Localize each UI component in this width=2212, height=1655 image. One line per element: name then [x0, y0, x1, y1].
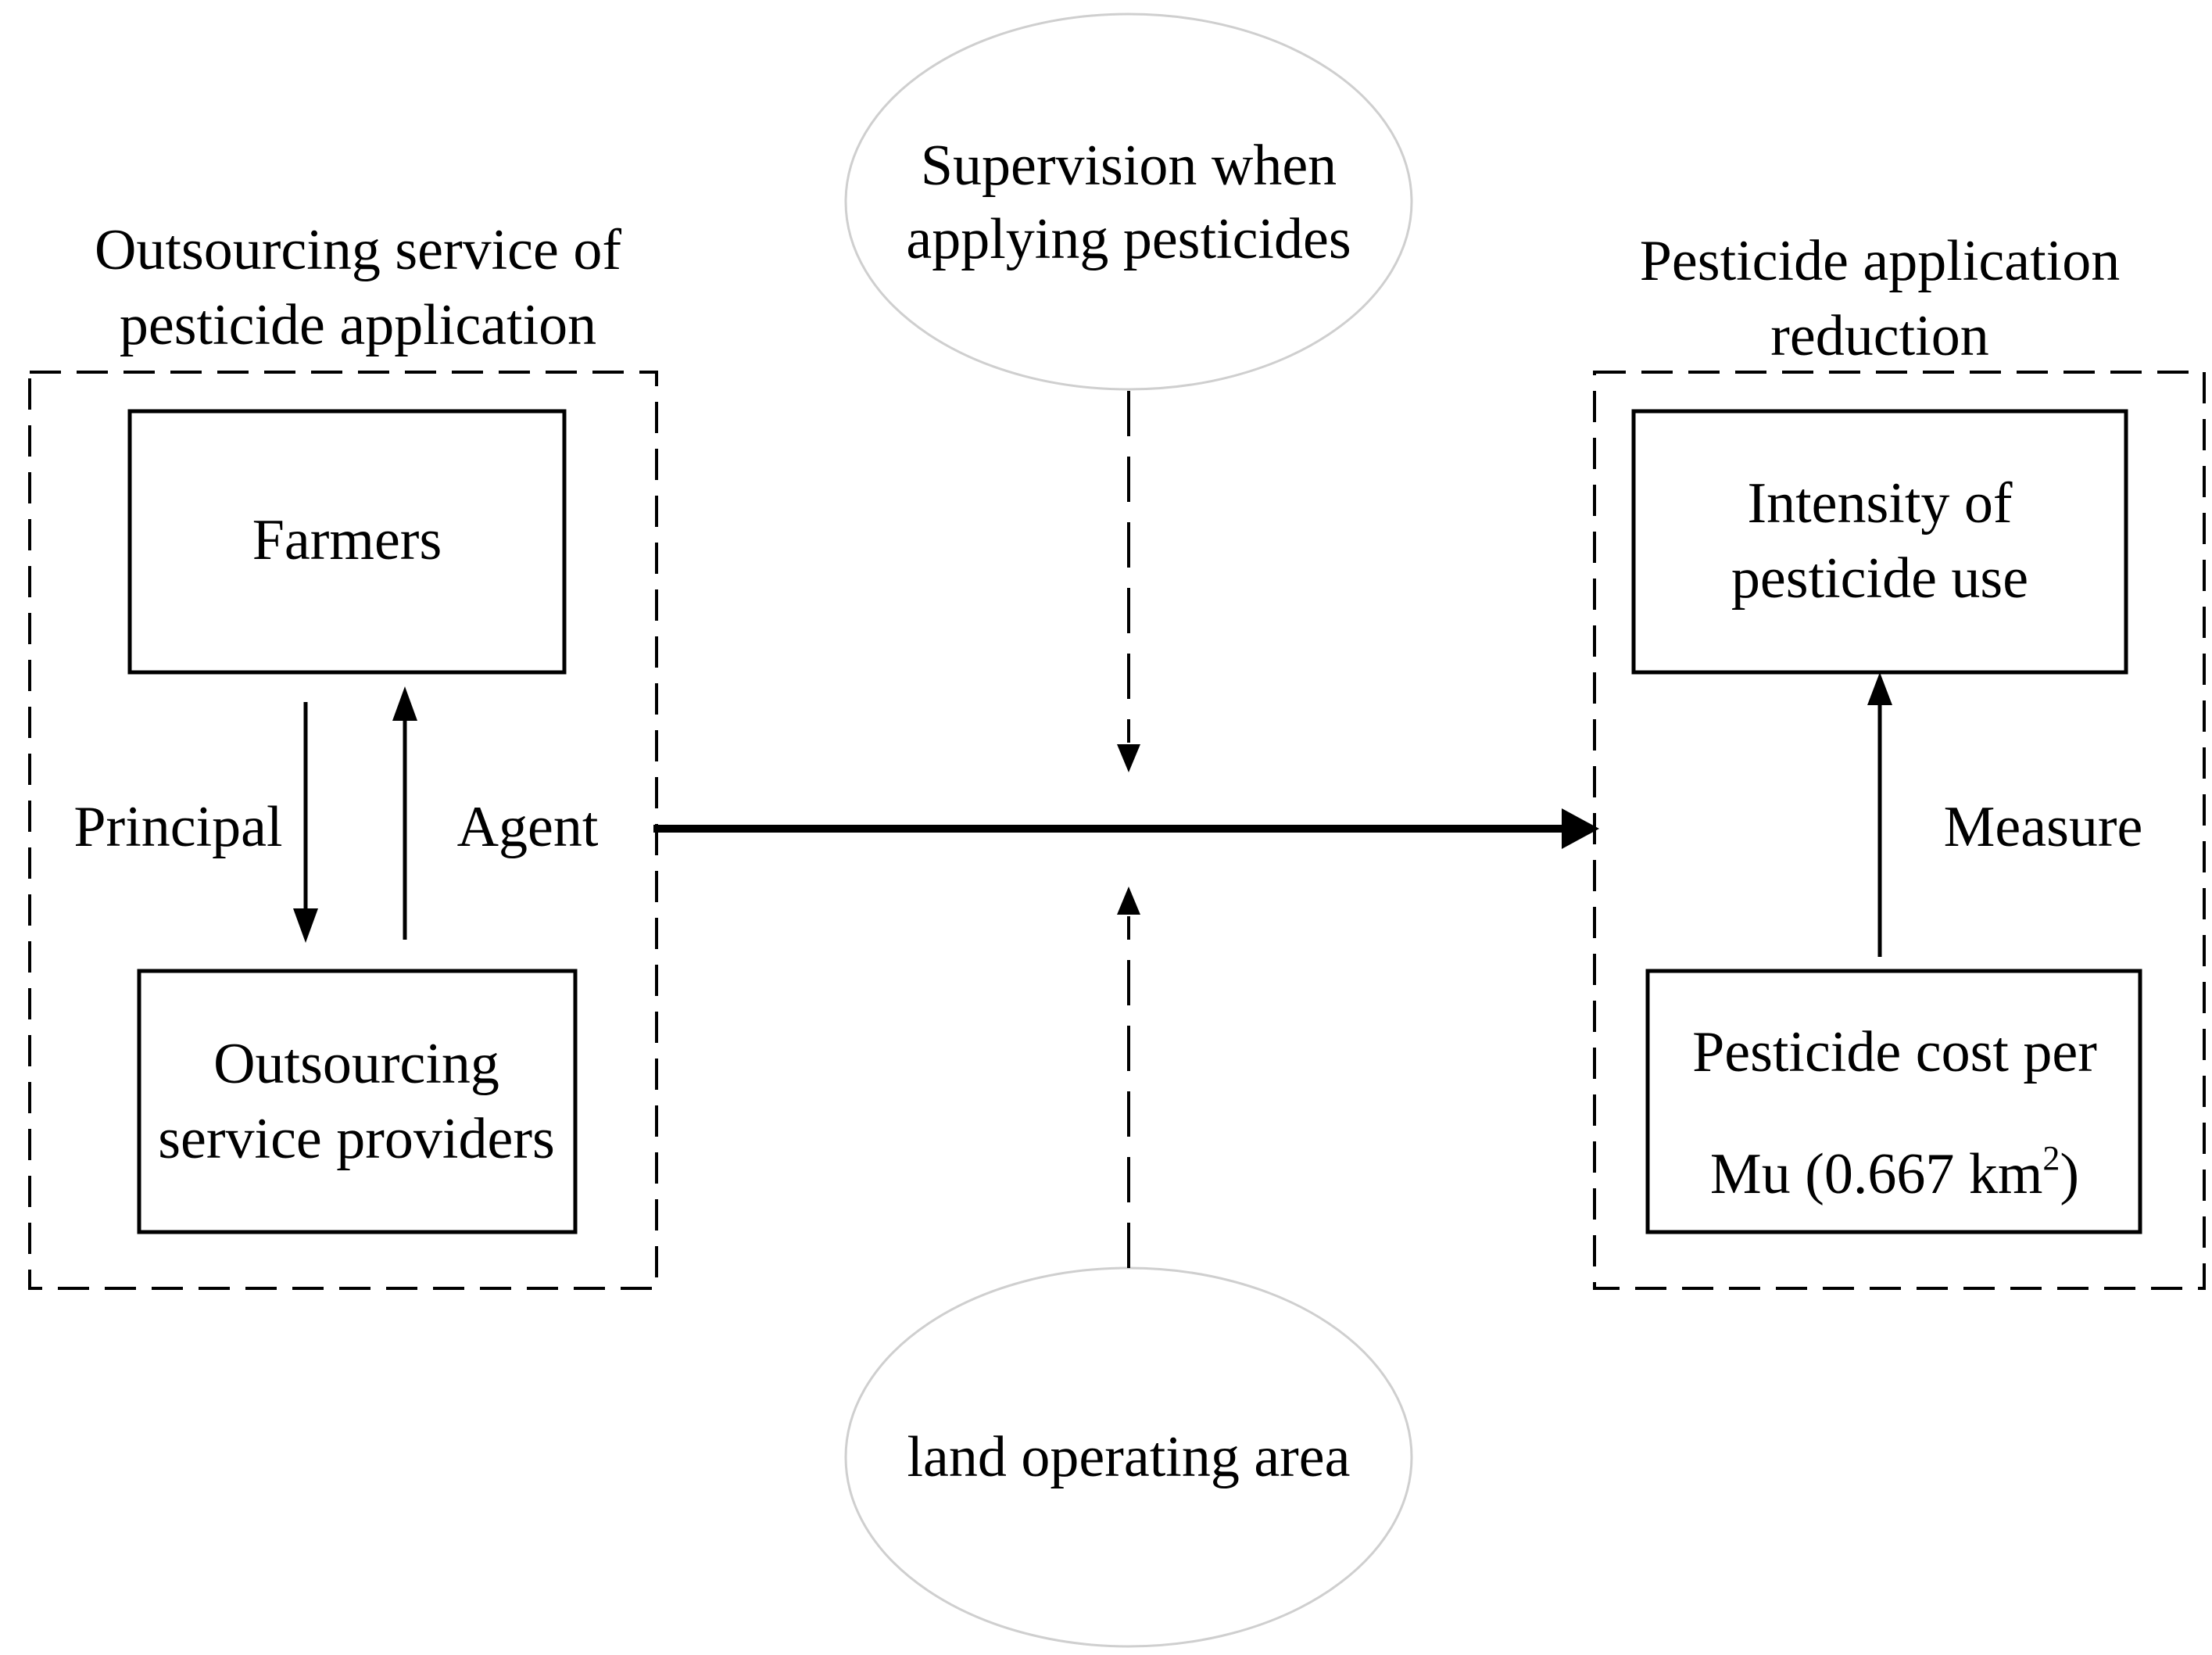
right-group-title-line1: Pesticide application	[1640, 229, 2120, 293]
supervision-dashed-arrow-head	[1117, 744, 1140, 772]
cost-per-mu-box	[1645, 969, 2142, 1234]
intensity-box	[1631, 409, 2128, 675]
principal-arrow-head	[293, 908, 318, 943]
measure-label: Measure	[1944, 795, 2143, 859]
principal-label: Principal	[73, 795, 282, 859]
farmers-label: Farmers	[252, 508, 442, 572]
farmers-box	[127, 409, 567, 675]
supervision-label-line1: Supervision when	[921, 134, 1337, 198]
measure-arrow-head	[1867, 672, 1892, 705]
service-providers-box	[137, 969, 578, 1234]
service-providers-label-line2: service providers	[158, 1107, 555, 1171]
land-area-label: land operating area	[907, 1425, 1350, 1489]
cost-label-line1: Pesticide cost per	[1692, 1020, 2097, 1084]
cost-label-superscript: 2	[2042, 1139, 2060, 1177]
supervision-moderator-oval	[844, 13, 1413, 391]
service-providers-label-line1: Outsourcing	[213, 1032, 499, 1096]
cost-label-suffix: )	[2060, 1142, 2079, 1206]
intensity-label-line1: Intensity of	[1747, 471, 2012, 536]
main-effect-arrow-head	[1562, 808, 1599, 849]
right-group-title-line2: reduction	[1770, 304, 1988, 368]
land-area-dashed-arrow-head	[1117, 887, 1140, 915]
left-group-title-line2: pesticide application	[120, 293, 596, 357]
right-group-frame	[1593, 371, 2206, 1290]
cost-label-line2: Mu (0.667 km2)	[1710, 1139, 2079, 1206]
intensity-label-line2: pesticide use	[1731, 546, 2028, 611]
agent-label: Agent	[457, 795, 599, 859]
cost-label-prefix: Mu (0.667 km	[1710, 1142, 2043, 1206]
supervision-label-line2: applying pesticides	[906, 207, 1351, 271]
agent-arrow-head	[392, 686, 417, 721]
left-group-title-line1: Outsourcing service of	[95, 218, 621, 282]
